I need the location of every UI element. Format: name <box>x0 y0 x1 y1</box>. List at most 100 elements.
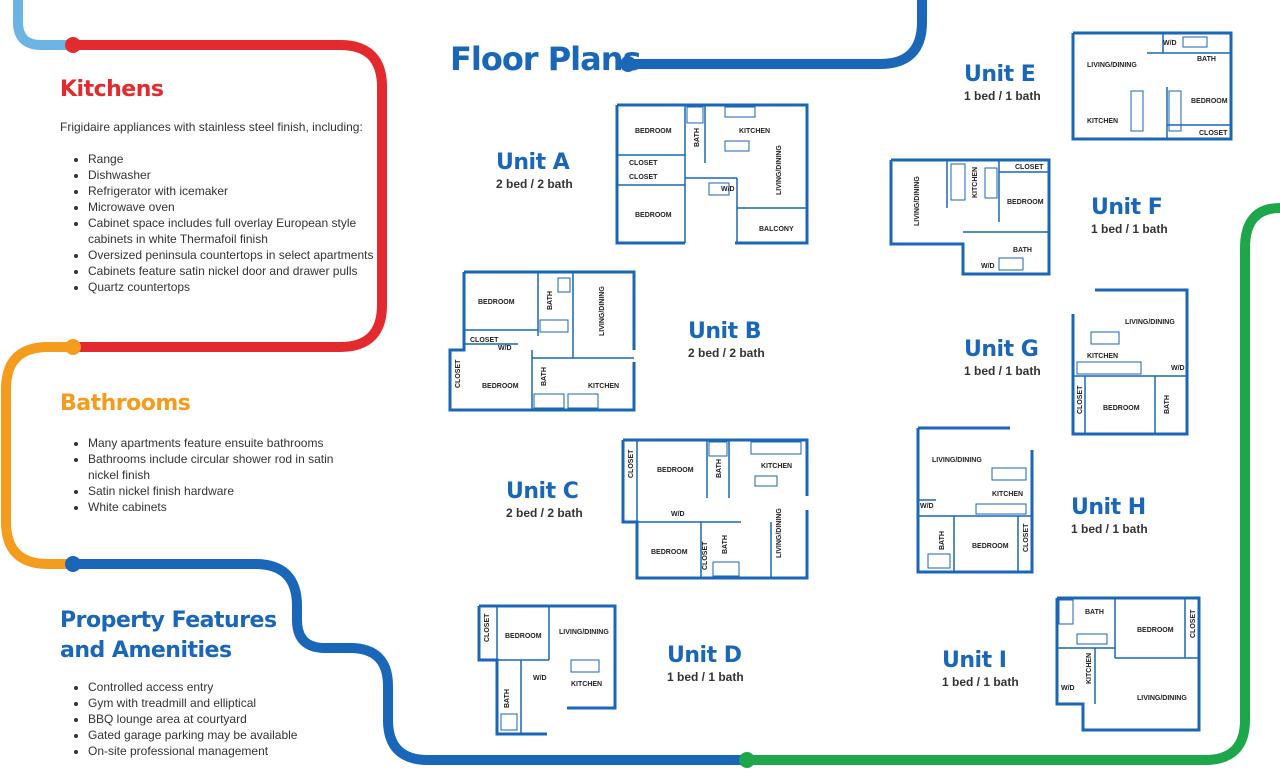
floor-plan-unit-a: BEDROOM BEDROOM KITCHEN BALCONY CLOSET C… <box>615 103 809 245</box>
unit-name: Unit G <box>964 337 1039 362</box>
list-item: Microwave oven <box>88 199 378 215</box>
list-item: Many apartments feature ensuite bathroom… <box>88 435 358 451</box>
kitchens-intro: Frigidaire appliances with stainless ste… <box>60 120 363 134</box>
unit-name: Unit F <box>1091 195 1163 220</box>
room-label: LIVING/DINING <box>1087 62 1137 69</box>
list-item: Cabinet space includes full overlay Euro… <box>88 215 378 247</box>
list-item: Range <box>88 151 378 167</box>
room-label: KITCHEN <box>588 383 619 390</box>
room-label: LIVING/DINING <box>932 457 982 464</box>
floor-plan-unit-i: BATH BEDROOM LIVING/DINING W/D KITCHEN C… <box>1055 596 1201 732</box>
room-label: BEDROOM <box>1191 98 1228 105</box>
room-label: KITCHEN <box>761 463 792 470</box>
unit-type: 1 bed / 1 bath <box>964 364 1041 378</box>
floor-plan-unit-f: CLOSET BEDROOM BATH W/D LIVING/DINING KI… <box>889 158 1051 276</box>
list-item: Controlled access entry <box>88 679 368 695</box>
room-label: BEDROOM <box>1137 627 1174 634</box>
room-label: KITCHEN <box>992 491 1023 498</box>
room-label: LIVING/DINING <box>914 176 921 226</box>
orange-dot <box>65 339 81 355</box>
room-label: BEDROOM <box>972 543 1009 550</box>
room-label: W/D <box>671 511 685 518</box>
property-list: Controlled access entry Gym with treadmi… <box>60 679 368 759</box>
room-label: W/D <box>1061 685 1075 692</box>
room-label: LIVING/DINING <box>1125 319 1175 326</box>
list-item: BBQ lounge area at courtyard <box>88 711 368 727</box>
unit-type: 1 bed / 1 bath <box>964 89 1041 103</box>
room-label: CLOSET <box>470 337 499 344</box>
list-item: On-site professional management <box>88 743 368 759</box>
unit-i-label: Unit I 1 bed / 1 bath <box>942 648 1019 690</box>
list-item: Satin nickel finish hardware <box>88 483 358 499</box>
room-label: KITCHEN <box>571 681 602 688</box>
unit-h-label: Unit H 1 bed / 1 bath <box>1071 495 1148 537</box>
unit-type: 2 bed / 2 bath <box>496 177 573 191</box>
unit-d-label: Unit D 1 bed / 1 bath <box>667 643 744 685</box>
room-label: W/D <box>920 503 934 510</box>
room-label: BATH <box>541 367 548 386</box>
room-label: BEDROOM <box>1103 405 1140 412</box>
room-label: BEDROOM <box>478 299 515 306</box>
unit-f-label: Unit F 1 bed / 1 bath <box>1091 195 1168 237</box>
floor-plan-unit-e: LIVING/DINING KITCHEN BATH BEDROOM CLOSE… <box>1071 31 1233 141</box>
room-label: KITCHEN <box>1086 653 1093 684</box>
title-dot <box>620 56 636 72</box>
orange-line <box>1 342 73 569</box>
list-item: Refrigerator with icemaker <box>88 183 378 199</box>
property-heading-line2: and Amenities <box>60 638 232 663</box>
room-label: LIVING/DINING <box>1137 695 1187 702</box>
room-label: BATH <box>939 531 946 550</box>
unit-type: 2 bed / 2 bath <box>688 346 765 360</box>
room-label: CLOSET <box>629 174 658 181</box>
room-label: W/D <box>981 263 995 270</box>
room-label: LIVING/DINING <box>776 145 783 195</box>
floor-plan-unit-b: BEDROOM BEDROOM KITCHEN CLOSET W/D BATH … <box>448 270 636 412</box>
room-label: BATH <box>694 128 701 147</box>
room-label: BATH <box>504 689 511 708</box>
room-label: LIVING/DINING <box>776 508 783 558</box>
room-label: KITCHEN <box>972 167 979 198</box>
room-label: BATH <box>1085 609 1104 616</box>
room-label: BEDROOM <box>635 128 672 135</box>
unit-name: Unit H <box>1071 495 1146 520</box>
room-label: CLOSET <box>455 359 462 388</box>
unit-type: 1 bed / 1 bath <box>1071 522 1148 536</box>
room-label: BATH <box>547 291 554 310</box>
list-item: White cabinets <box>88 499 358 515</box>
floor-plan-unit-h: LIVING/DINING KITCHEN BEDROOM W/D BATH C… <box>916 426 1034 574</box>
floor-plan-unit-d: BEDROOM LIVING/DINING KITCHEN W/D BATH C… <box>477 604 617 736</box>
room-label: BALCONY <box>759 226 794 233</box>
room-label: CLOSET <box>1199 130 1228 137</box>
light-blue-line <box>13 0 73 50</box>
room-label: CLOSET <box>1015 164 1044 171</box>
red-dot <box>65 37 81 53</box>
list-item: Cabinets feature satin nickel door and d… <box>88 263 378 279</box>
unit-name: Unit C <box>506 479 579 504</box>
bathrooms-heading: Bathrooms <box>60 391 191 416</box>
list-item: Quartz countertops <box>88 279 378 295</box>
room-label: W/D <box>1171 365 1185 372</box>
room-label: CLOSET <box>629 160 658 167</box>
room-label: CLOSET <box>1023 523 1030 552</box>
room-label: W/D <box>533 675 547 682</box>
room-label: KITCHEN <box>1087 118 1118 125</box>
room-label: CLOSET <box>484 613 491 642</box>
room-label: BEDROOM <box>635 212 672 219</box>
list-item: Dishwasher <box>88 167 378 183</box>
unit-name: Unit I <box>942 648 1007 673</box>
room-label: BATH <box>1164 395 1171 414</box>
unit-name: Unit E <box>964 62 1036 87</box>
room-label: BATH <box>1197 56 1216 63</box>
room-label: BEDROOM <box>657 467 694 474</box>
unit-type: 2 bed / 2 bath <box>506 506 583 520</box>
room-label: W/D <box>498 345 512 352</box>
property-heading-line1: Property Features <box>60 608 277 633</box>
floor-plans-title: Floor Plans <box>450 40 642 78</box>
unit-type: 1 bed / 1 bath <box>1091 222 1168 236</box>
list-item: Oversized peninsula countertops in selec… <box>88 247 378 263</box>
bathrooms-list: Many apartments feature ensuite bathroom… <box>60 435 358 515</box>
list-item: Bathrooms include circular shower rod in… <box>88 451 358 483</box>
floor-plan-unit-c: BEDROOM BEDROOM KITCHEN W/D BATH BATH LI… <box>621 438 809 580</box>
room-label: CLOSET <box>1190 609 1197 638</box>
